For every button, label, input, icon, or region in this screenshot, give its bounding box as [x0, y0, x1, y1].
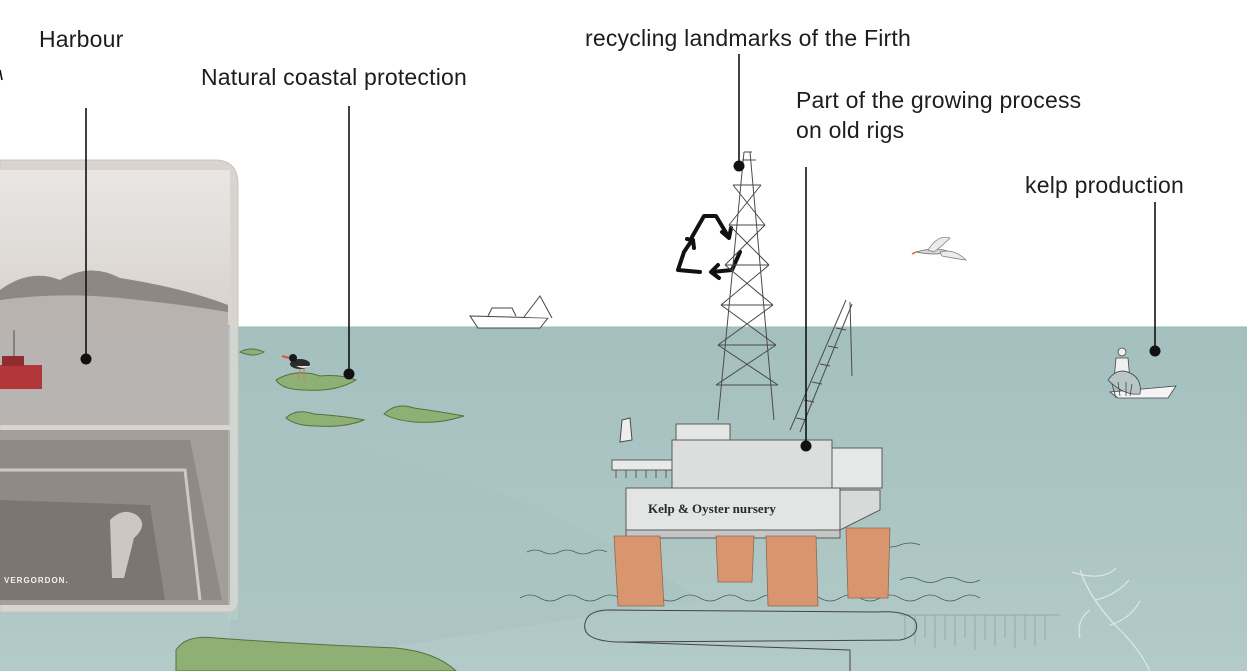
seaweed-patch-2 [275, 372, 358, 391]
callout-growing [800, 167, 812, 452]
rig-legs [613, 527, 891, 607]
oil-rig: Kelp & Oyster nursery [584, 151, 918, 671]
rig-sign-text: Kelp & Oyster nursery [648, 501, 776, 516]
postcard-red-boat [0, 330, 42, 389]
fisherman-icon [1107, 347, 1177, 399]
rig-derrick [715, 151, 779, 421]
bird-icon [911, 236, 967, 261]
seaweed-patch-4 [383, 405, 465, 423]
callout-offscreen [0, 69, 3, 81]
kelp-lines [900, 614, 1060, 650]
seaweed-islands [175, 348, 465, 671]
callout-recycling [733, 54, 745, 172]
seaweed-patch-3 [285, 411, 366, 427]
label-kelp-production: kelp production [1025, 172, 1184, 198]
rig-sign-panel [625, 487, 841, 531]
oystercatcher-icon [281, 354, 310, 381]
rig-decks [611, 423, 883, 539]
rig-crane [619, 299, 853, 443]
callout-kelp [1149, 202, 1161, 357]
postcard-caption: VERGORDON. [4, 576, 69, 585]
historic-postcard: VERGORDON. [0, 159, 239, 613]
callout-harbour [80, 108, 92, 365]
label-harbour: Harbour [39, 26, 124, 52]
callout-coastal [343, 106, 355, 380]
rig-base [584, 609, 918, 671]
label-coastal-protection: Natural coastal protection [201, 64, 468, 90]
boat-icon [469, 295, 553, 329]
label-growing-process-line1: Part of the growing process [796, 87, 1082, 113]
label-recycling: recycling landmarks of the Firth [585, 25, 911, 51]
kelp-frond [1071, 567, 1151, 671]
label-growing-process-line2: on old rigs [796, 117, 905, 143]
recycle-icon [676, 214, 742, 280]
seaweed-patch-5 [175, 636, 457, 671]
seaweed-patch-1 [238, 348, 266, 356]
